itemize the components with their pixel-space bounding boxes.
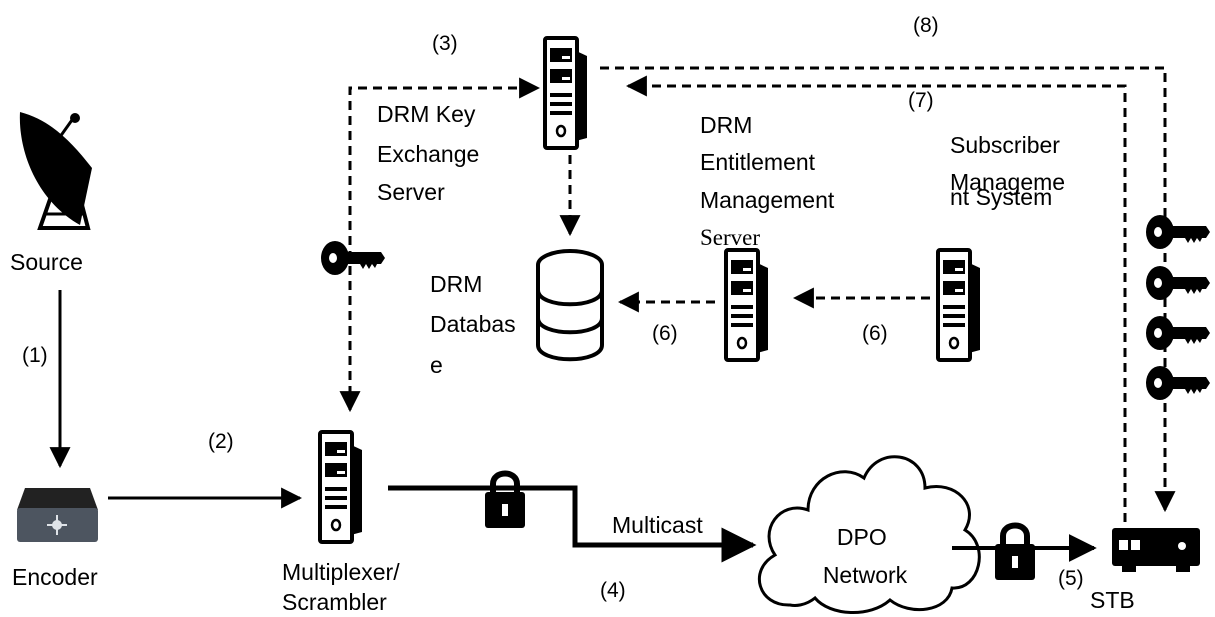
step-5-label: (5) [1058, 567, 1084, 590]
key-icon [1146, 316, 1210, 350]
database-label: DRM Databas e [430, 271, 522, 378]
key-icon [1146, 366, 1210, 400]
step-4-label: (4) [600, 579, 626, 602]
stb-label: STB [1090, 587, 1135, 613]
cloud-icon [758, 455, 981, 614]
key-icon [321, 241, 385, 275]
dpo-network-label: DPO Network [823, 524, 908, 588]
step-2-label: (2) [208, 430, 234, 453]
source-label: Source [10, 249, 83, 275]
encoder-box-icon [17, 488, 98, 542]
subscriber-label: Subscriber Manageme nt System [950, 132, 1071, 210]
step-8-label: (8) [913, 14, 939, 37]
entitlement-label-server: Server [700, 225, 760, 250]
multiplexer-server-icon [318, 430, 364, 544]
key-exchange-server-icon [543, 36, 589, 150]
solid-connectors [49, 290, 1097, 563]
key-icon [1146, 215, 1210, 249]
key-exchange-label: DRM Key Exchange Server [377, 101, 486, 205]
step-1-label: (1) [22, 344, 48, 367]
step-6a-label: (6) [652, 322, 678, 345]
key-icon [1146, 266, 1210, 300]
multiplexer-label: Multiplexer/ Scrambler [282, 559, 406, 615]
encoder-label: Encoder [12, 564, 98, 590]
padlock-icon [485, 474, 525, 529]
dashed-connectors [339, 66, 1176, 522]
entitlement-label: DRM Entitlement Management [700, 112, 835, 213]
set-top-box-icon [1112, 528, 1200, 572]
step-3-label: (3) [432, 32, 458, 55]
database-icon [536, 249, 604, 362]
step-6b-label: (6) [862, 322, 888, 345]
padlock-icon [995, 526, 1035, 581]
step-7-label: (7) [908, 89, 934, 112]
satellite-dish-icon [19, 112, 92, 230]
multicast-label: Multicast [612, 512, 703, 538]
subscriber-server-icon [936, 248, 982, 362]
entitlement-server-icon [724, 248, 770, 362]
